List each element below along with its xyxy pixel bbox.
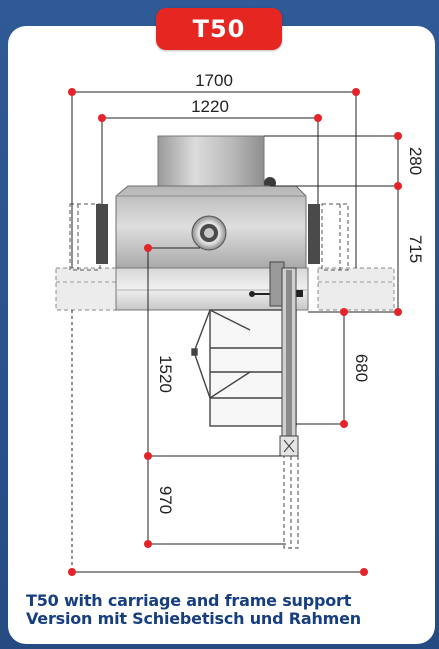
side-support-right bbox=[321, 203, 349, 271]
dimension-dots bbox=[68, 88, 402, 576]
extension-table-left bbox=[55, 267, 119, 311]
dim-overall-width: 1700 bbox=[195, 71, 233, 90]
guide-right bbox=[308, 204, 320, 264]
dim-table-depth: 715 bbox=[406, 235, 425, 263]
model-badge: T50 bbox=[156, 8, 282, 50]
side-support-left bbox=[69, 203, 101, 271]
carriage-rail bbox=[279, 267, 299, 457]
guide-left bbox=[96, 204, 108, 264]
caption-english: T50 with carriage and frame support bbox=[26, 591, 352, 610]
caption-german: Version mit Schiebetisch und Rahmen bbox=[26, 609, 361, 628]
model-badge-label: T50 bbox=[192, 15, 246, 43]
caption: T50 with carriage and frame support Vers… bbox=[26, 592, 426, 628]
dim-carriage-length: 680 bbox=[352, 354, 371, 382]
dim-motor-height: 280 bbox=[406, 147, 425, 175]
carriage-rail-extension bbox=[283, 455, 299, 549]
spindle-icon bbox=[191, 215, 227, 251]
extension-table-right bbox=[317, 267, 395, 311]
carriage-frame bbox=[191, 309, 297, 427]
motor-housing bbox=[157, 135, 276, 189]
dim-table-width: 1220 bbox=[191, 97, 229, 116]
dim-total-length: 1520 bbox=[156, 355, 175, 393]
dim-frame-length: 970 bbox=[156, 486, 175, 514]
dimension-lines bbox=[71, 91, 399, 573]
